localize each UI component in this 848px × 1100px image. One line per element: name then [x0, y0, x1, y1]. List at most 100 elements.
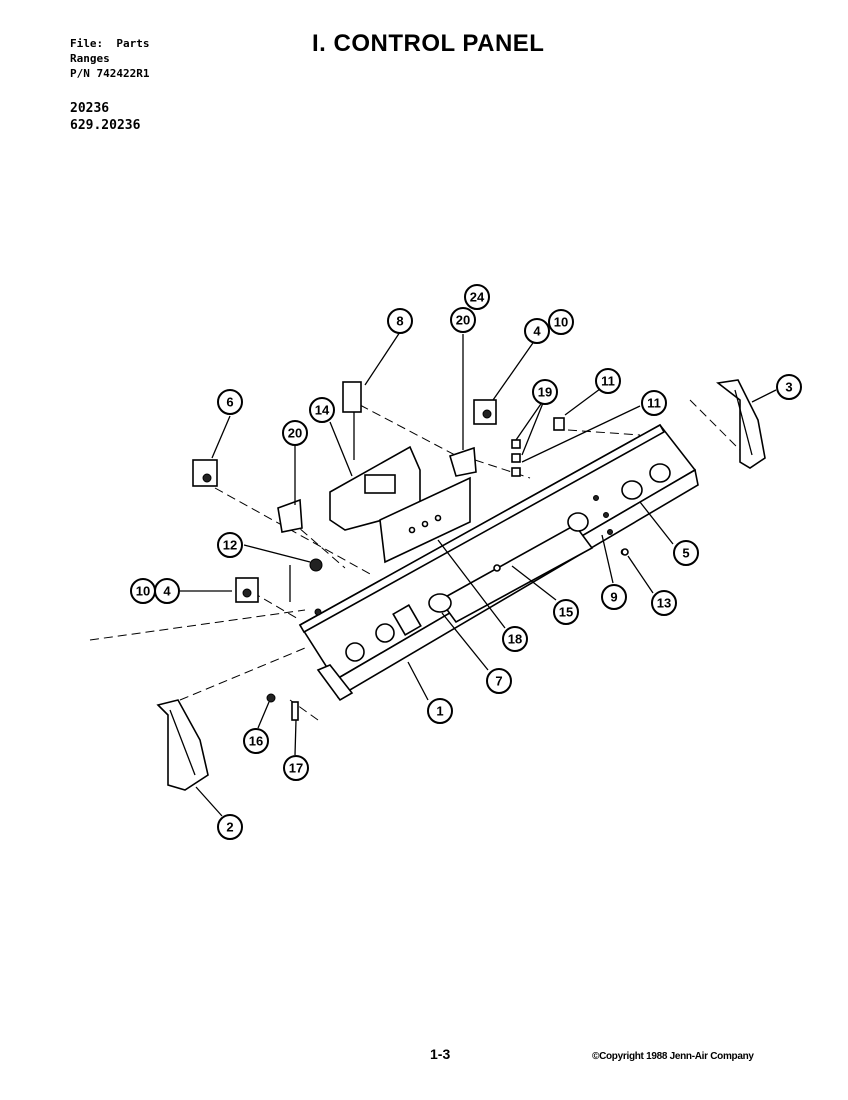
callout-4-top: 4 [524, 318, 550, 344]
svg-text:10: 10 [136, 584, 150, 599]
callouts: 1 2 3 4 4 5 6 7 8 9 10 10 11 11 12 13 14… [130, 284, 802, 840]
svg-text:7: 7 [495, 674, 502, 689]
svg-text:8: 8 [396, 314, 403, 329]
model-number: 20236 [70, 101, 110, 116]
assembly-line [689, 399, 746, 456]
bushing-13 [621, 548, 629, 556]
right-end-cap [716, 379, 766, 469]
terminal-19 [511, 439, 521, 449]
leader-1 [407, 661, 429, 701]
callout-13: 13 [651, 590, 677, 616]
panel-top-edge [298, 423, 666, 634]
panel-window [438, 523, 594, 624]
callout-17: 17 [283, 755, 309, 781]
callout-15: 15 [553, 599, 579, 625]
end-cap-body [716, 379, 766, 469]
category-line: Ranges [70, 52, 110, 65]
leader-19b [521, 397, 546, 456]
knob-12 [309, 558, 323, 572]
overlay-18 [379, 476, 471, 564]
end-cap-edge [734, 389, 753, 456]
svg-text:6: 6 [226, 395, 233, 410]
leader-14 [329, 421, 353, 477]
file-line: File: Parts [70, 37, 150, 50]
left-end-cap [156, 699, 209, 791]
clip-11 [553, 417, 565, 431]
svg-text:1: 1 [436, 704, 443, 719]
callout-1: 1 [427, 698, 453, 724]
svg-text:19: 19 [538, 385, 552, 400]
svg-text:20: 20 [288, 426, 302, 441]
page-number: 1-3 [430, 1046, 451, 1062]
leader-16 [257, 701, 270, 729]
leader-3 [751, 389, 777, 403]
callout-11-far: 11 [641, 390, 667, 416]
knob-hole [345, 642, 365, 662]
svg-text:20: 20 [456, 313, 470, 328]
callout-12: 12 [217, 532, 243, 558]
assembly-line [567, 429, 641, 436]
callout-4-left: 4 [154, 578, 180, 604]
leader-2 [195, 786, 223, 817]
panel-face [298, 423, 697, 682]
callout-19: 19 [532, 379, 558, 405]
svg-text:5: 5 [682, 546, 689, 561]
svg-text:11: 11 [647, 396, 661, 411]
svg-text:14: 14 [315, 403, 330, 418]
panel-screw [314, 608, 322, 616]
part-number-line: P/N 742422R1 [70, 67, 150, 80]
knob-hole [375, 623, 395, 643]
assembly-line [474, 459, 531, 479]
overlay-hole [421, 520, 429, 528]
assembly-lines [89, 399, 746, 721]
knob-hole [567, 512, 589, 532]
svg-text:24: 24 [470, 290, 485, 305]
leader-17 [294, 719, 297, 756]
svg-text:4: 4 [533, 324, 541, 339]
leader-12 [243, 544, 311, 563]
switch-terminal [242, 588, 252, 598]
callout-7: 7 [486, 668, 512, 694]
callout-14: 14 [309, 397, 335, 423]
svg-text:18: 18 [508, 632, 522, 647]
panel-label-plate [392, 604, 422, 636]
svg-text:3: 3 [785, 380, 792, 395]
copyright-notice: ©Copyright 1988 Jenn-Air Company [592, 1051, 754, 1062]
callout-9: 9 [601, 584, 627, 610]
leader-11b [521, 405, 641, 463]
panel-screw [607, 529, 613, 535]
overlay-hole [434, 514, 442, 522]
model-number: 629.20236 [70, 118, 141, 133]
leader-7 [441, 612, 489, 671]
assembly-line [251, 591, 301, 621]
mounting-bracket-8 [342, 381, 362, 413]
clip-20-left [277, 498, 303, 533]
assembly-line [214, 487, 373, 576]
callout-10-top: 10 [548, 309, 574, 335]
callout-20-left: 20 [282, 420, 308, 446]
svg-text:16: 16 [249, 734, 263, 749]
indicator-light [493, 564, 501, 572]
control-panel-body [298, 423, 699, 702]
callout-24: 24 [464, 284, 490, 310]
page-title: I. CONTROL PANEL [312, 30, 545, 57]
retainer-17 [291, 701, 299, 721]
terminal-19 [511, 453, 521, 463]
panel-screw [603, 512, 609, 518]
svg-text:9: 9 [610, 590, 617, 605]
callout-8: 8 [387, 308, 413, 334]
switch-block-6 [192, 459, 218, 487]
callout-16: 16 [243, 728, 269, 754]
terminal-19 [511, 467, 521, 477]
leader-13 [627, 555, 654, 594]
callout-2: 2 [217, 814, 243, 840]
switch-terminal [482, 409, 492, 419]
end-cap-edge [169, 709, 196, 776]
svg-text:10: 10 [554, 315, 568, 330]
leader-4-top [492, 339, 536, 401]
model-numbers: 20236 629.20236 [70, 100, 140, 134]
knob-hole [649, 463, 671, 483]
callout-6: 6 [217, 389, 243, 415]
